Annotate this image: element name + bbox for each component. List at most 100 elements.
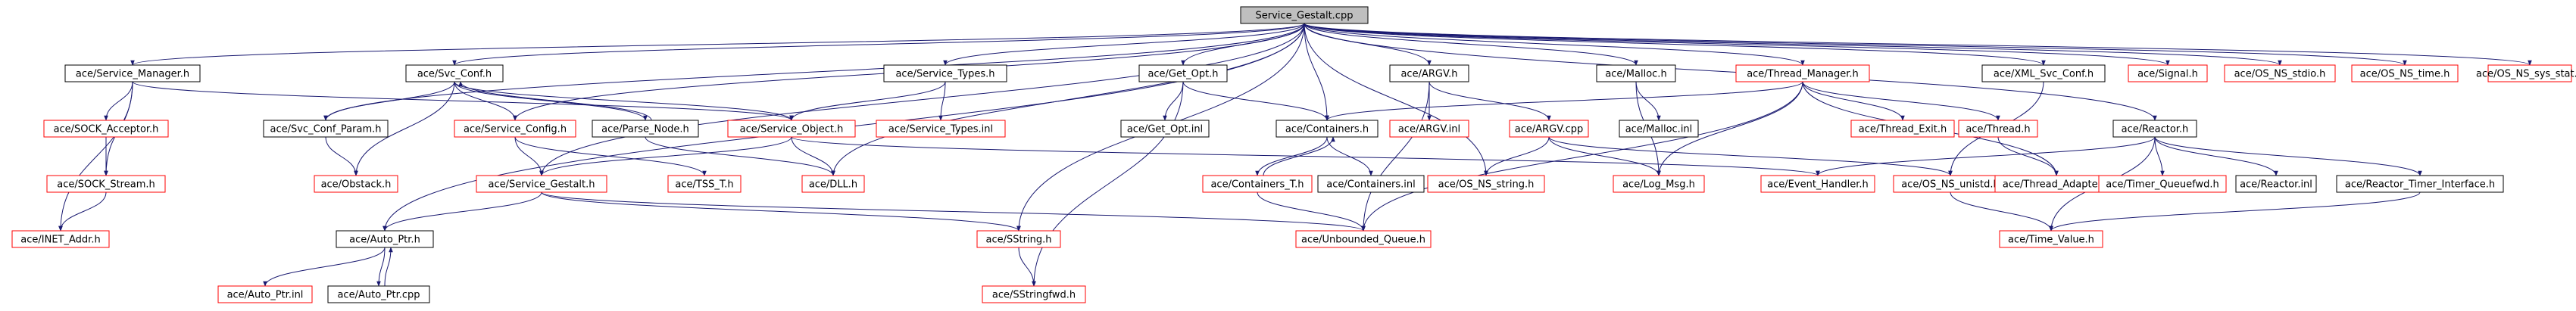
node-label: ace/TSS_T.h — [675, 179, 733, 191]
node-label: ace/Reactor_Timer_Interface.h — [2345, 179, 2495, 191]
node-time-value[interactable]: ace/Time_Value.h — [1999, 230, 2103, 248]
node-label: ace/ARGV.cpp — [1515, 124, 1584, 135]
edge-service_object-to-dll_h — [791, 136, 835, 176]
node-sstringfwd[interactable]: ace/SStringfwd.h — [982, 285, 1086, 303]
node-label: ace/Thread_Adapter.h — [2003, 179, 2110, 191]
node-malloc-h[interactable]: ace/Malloc.h — [1596, 64, 1676, 82]
node-label: ace/Time_Value.h — [2008, 235, 2094, 246]
node-inet-addr[interactable]: ace/INET_Addr.h — [11, 230, 110, 248]
node-get-opt[interactable]: ace/Get_Opt.h — [1138, 64, 1228, 82]
node-service-config[interactable]: ace/Service_Config.h — [454, 120, 576, 138]
node-unbounded-queue[interactable]: ace/Unbounded_Queue.h — [1295, 230, 1432, 248]
node-box — [405, 64, 504, 82]
node-containers-h[interactable]: ace/Containers.h — [1276, 120, 1379, 138]
node-label: ace/Service_Types.inl — [888, 124, 993, 135]
node-signal-h[interactable]: ace/Signal.h — [2128, 64, 2208, 82]
node-thread-h[interactable]: ace/Thread.h — [1958, 120, 2038, 138]
node-sock-acceptor[interactable]: ace/SOCK_Acceptor.h — [43, 120, 169, 138]
node-malloc-inl[interactable]: ace/Malloc.inl — [1619, 120, 1699, 138]
node-sstring-h[interactable]: ace/SString.h — [976, 230, 1061, 248]
edge-service_config-to-tss_t — [514, 136, 707, 176]
node-thread-adapter[interactable]: ace/Thread_Adapter.h — [1994, 175, 2119, 193]
node-box — [592, 120, 699, 138]
node-os-ns-sys-stat[interactable]: ace/OS_NS_sys_stat.h — [2476, 64, 2576, 82]
edge-sstring_h-to-sstringfwd — [1018, 247, 1036, 287]
node-box — [982, 285, 1086, 303]
node-get-opt-inl[interactable]: ace/Get_Opt.inl — [1120, 120, 1210, 138]
node-os-ns-string[interactable]: ace/OS_NS_string.h — [1427, 175, 1545, 193]
node-os-ns-time[interactable]: ace/OS_NS_time.h — [2351, 64, 2459, 82]
node-box — [263, 120, 389, 138]
node-box — [727, 120, 856, 138]
node-reactor-inl[interactable]: ace/Reactor.inl — [2235, 175, 2317, 193]
node-xml-svc-conf[interactable]: ace/XML_Svc_Conf.h — [1981, 64, 2106, 82]
edge-thread_manager-to-thread_h — [1802, 81, 2000, 121]
edge-thread_manager-to-log_msg — [1656, 81, 1803, 176]
edge-root-to-svc_types — [943, 23, 1305, 66]
edge-get_opt-to-get_opt_inl — [1163, 81, 1184, 121]
node-os-ns-unistd[interactable]: ace/OS_NS_unistd.h — [1893, 175, 2008, 193]
node-auto-ptr-h[interactable]: ace/Auto_Ptr.h — [336, 230, 434, 248]
node-box — [1596, 64, 1676, 82]
node-label: ace/OS_NS_time.h — [2360, 69, 2450, 80]
node-auto-ptr-cpp[interactable]: ace/Auto_Ptr.cpp — [327, 285, 430, 303]
edge-malloc_h-to-malloc_inl — [1635, 81, 1661, 121]
node-label: ace/Service_Object.h — [740, 124, 844, 135]
node-sock-stream[interactable]: ace/SOCK_Stream.h — [46, 175, 166, 193]
node-label: ace/ARGV.inl — [1398, 124, 1460, 135]
edge-thread_manager-to-containers_h — [1325, 81, 1803, 121]
node-root: Service_Gestalt.cpp — [1240, 6, 1369, 24]
edge-containers_t-to-unbounded_queue — [1257, 191, 1366, 232]
node-dll-h[interactable]: ace/DLL.h — [801, 175, 865, 193]
edge-auto_ptr_cpp-to-auto_ptr_h — [384, 247, 393, 287]
node-label: ace/OS_NS_sys_stat.h — [2476, 69, 2576, 80]
node-box — [1981, 64, 2106, 82]
node-label: ace/Auto_Ptr.h — [349, 235, 420, 246]
node-auto-ptr-inl[interactable]: ace/Auto_Ptr.inl — [217, 285, 313, 303]
edge-reactor_h-to-event_handler — [1816, 136, 2156, 176]
node-service-gestalt-h[interactable]: ace/Service_Gestalt.h — [476, 175, 607, 193]
node-service-types-inl[interactable]: ace/Service_Types.inl — [876, 120, 1006, 138]
edge-layer — [58, 23, 2532, 287]
edge-svc_conf-to-service_config — [454, 81, 517, 121]
node-label: ace/Svc_Conf.h — [417, 69, 492, 80]
node-thread-exit[interactable]: ace/Thread_Exit.h — [1850, 120, 1955, 138]
node-box — [327, 285, 430, 303]
node-svc-conf-param[interactable]: ace/Svc_Conf_Param.h — [263, 120, 389, 138]
node-parse-node[interactable]: ace/Parse_Node.h — [592, 120, 699, 138]
node-label: ace/Service_Types.h — [895, 69, 994, 80]
node-label: ace/ARGV.h — [1400, 69, 1457, 80]
node-os-ns-stdio[interactable]: ace/OS_NS_stdio.h — [2224, 64, 2336, 82]
node-argv-h[interactable]: ace/ARGV.h — [1389, 64, 1469, 82]
edge-root-to-malloc_h — [1304, 23, 1638, 66]
node-log-msg[interactable]: ace/Log_Msg.h — [1613, 175, 1705, 193]
edge-root-to-xml_svc_conf — [1304, 23, 2046, 66]
node-tss-t[interactable]: ace/TSS_T.h — [667, 175, 742, 193]
edge-service_gestalt_h-to-unbounded_queue — [541, 191, 1366, 232]
node-svc-types[interactable]: ace/Service_Types.h — [883, 64, 1007, 82]
edge-reactor_timer_interface-to-time_value — [2049, 191, 2421, 232]
node-svc-manager[interactable]: ace/Service_Manager.h — [64, 64, 201, 82]
node-box — [2336, 175, 2504, 193]
node-containers-t[interactable]: ace/Containers_T.h — [1202, 175, 1313, 193]
node-box — [1295, 230, 1432, 248]
node-label: ace/Malloc.h — [1605, 69, 1666, 80]
node-thread-manager[interactable]: ace/Thread_Manager.h — [1735, 64, 1870, 82]
node-box — [46, 175, 166, 193]
node-timer-queuefwd[interactable]: ace/Timer_Queuefwd.h — [2098, 175, 2227, 193]
node-argv-cpp[interactable]: ace/ARGV.cpp — [1509, 120, 1589, 138]
edge-root-to-service_gestalt_h — [539, 23, 1305, 176]
node-reactor-h[interactable]: ace/Reactor.h — [2112, 120, 2197, 138]
edge-root-to-svc_conf — [452, 23, 1305, 66]
edge-reactor_h-to-timer_queuefwd — [2154, 136, 2165, 176]
node-service-object[interactable]: ace/Service_Object.h — [727, 120, 856, 138]
node-argv-inl[interactable]: ace/ARGV.inl — [1389, 120, 1469, 138]
node-svc-conf[interactable]: ace/Svc_Conf.h — [405, 64, 504, 82]
node-event-handler[interactable]: ace/Event_Handler.h — [1760, 175, 1875, 193]
edge-service_config-to-service_gestalt_h — [514, 136, 544, 176]
node-reactor-timer-interface[interactable]: ace/Reactor_Timer_Interface.h — [2336, 175, 2504, 193]
node-obstack[interactable]: ace/Obstack.h — [314, 175, 398, 193]
node-label: ace/Parse_Node.h — [601, 124, 689, 135]
node-containers-inl[interactable]: ace/Containers.inl — [1317, 175, 1425, 193]
node-label: ace/Signal.h — [2137, 69, 2198, 80]
